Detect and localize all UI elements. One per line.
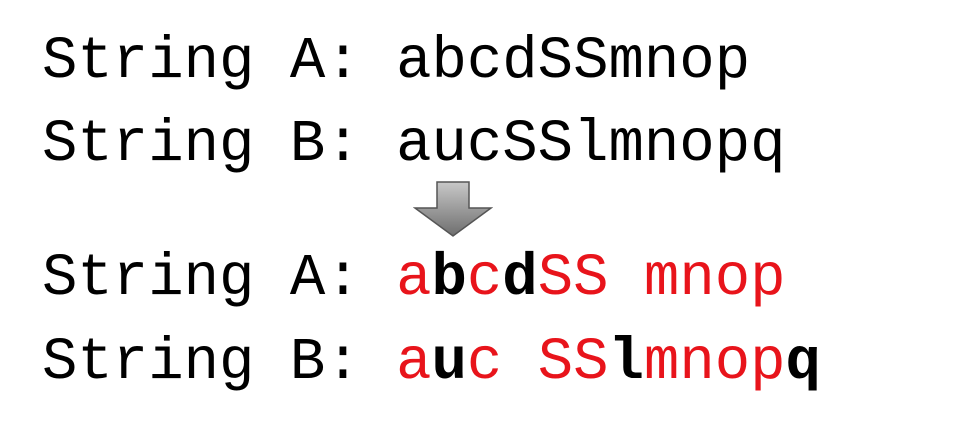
matched-char: S — [573, 245, 609, 312]
aligned-string-b-chars: auc SSlmnopq — [396, 329, 821, 396]
aligned-string-b-line: String B: auc SSlmnopq — [42, 333, 821, 392]
matched-char: n — [679, 245, 715, 312]
matched-char: n — [679, 329, 715, 396]
mismatched-char: d — [502, 245, 538, 312]
matched-char: m — [643, 245, 680, 312]
matched-char: p — [750, 245, 786, 312]
aligned-string-a-label: String A: — [42, 245, 397, 312]
mismatched-char: u — [431, 329, 467, 396]
matched-char: S — [537, 245, 574, 312]
matched-char — [609, 245, 644, 312]
original-string-a-text: abcdSSmnop — [396, 28, 751, 95]
original-string-b-text: aucSSlmnopq — [396, 111, 786, 178]
matched-char: a — [396, 245, 432, 312]
original-string-a-line: String A: abcdSSmnop — [42, 32, 750, 91]
matched-char: m — [643, 329, 680, 396]
matched-char: o — [714, 329, 751, 396]
down-arrow-icon — [413, 181, 493, 237]
matched-char: S — [573, 329, 609, 396]
mismatched-char: q — [785, 329, 821, 396]
matched-char: S — [537, 329, 574, 396]
mismatched-char: l — [608, 329, 644, 396]
original-string-a-label: String A: — [42, 28, 397, 95]
aligned-string-b-label: String B: — [42, 329, 397, 396]
mismatched-char: b — [431, 245, 467, 312]
matched-char: o — [714, 245, 751, 312]
original-string-b-line: String B: aucSSlmnopq — [42, 115, 786, 174]
original-string-b-label: String B: — [42, 111, 397, 178]
matched-char: a — [396, 329, 432, 396]
aligned-string-a-line: String A: abcdSS mnop — [42, 249, 786, 308]
matched-char — [502, 329, 537, 396]
matched-char: p — [750, 329, 786, 396]
matched-char: c — [466, 329, 503, 396]
matched-char: c — [466, 245, 503, 312]
aligned-string-a-chars: abcdSS mnop — [396, 245, 785, 312]
